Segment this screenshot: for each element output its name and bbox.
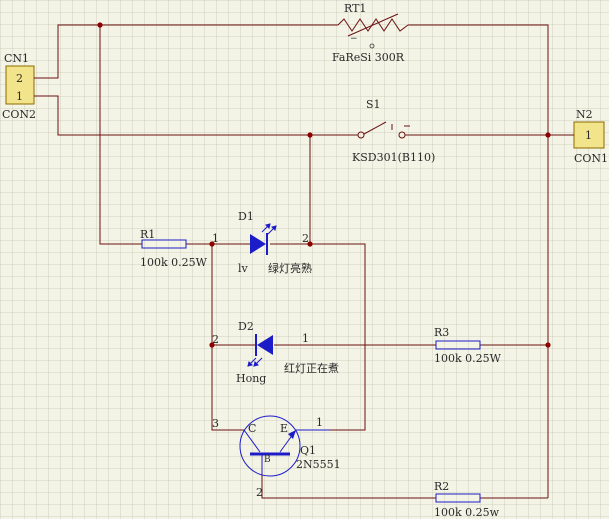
junction-dot xyxy=(307,132,313,138)
junction-dot xyxy=(97,22,103,28)
n2-ref: N2 xyxy=(576,108,593,121)
rt1-temp-mark xyxy=(369,43,375,49)
d1-ref: D1 xyxy=(238,210,254,223)
s1-ref: S1 xyxy=(366,98,381,111)
wire-top-right-vertical xyxy=(408,24,549,498)
junction-dot xyxy=(209,241,215,247)
wire-to-r1 xyxy=(99,25,142,245)
d1-pin-1: 1 xyxy=(212,232,219,245)
d2-triangle xyxy=(257,335,273,355)
q1-e-label: E xyxy=(280,422,288,435)
rt1-slash xyxy=(347,13,399,37)
d2-pin-1: 1 xyxy=(302,332,309,345)
r3-value: 100k 0.25W xyxy=(434,352,502,365)
cn1-connector: 2 1 CN1 CON2 xyxy=(2,52,38,121)
r2-body xyxy=(435,493,481,503)
q1-ref: Q1 xyxy=(300,444,316,457)
rt1-ref: RT1 xyxy=(344,2,366,15)
d2-note: 红灯正在煮 xyxy=(284,362,339,375)
cn1-type: CON2 xyxy=(2,108,36,121)
d2-name: Hong xyxy=(236,372,266,385)
cn1-body xyxy=(5,65,35,105)
junction-dot xyxy=(545,342,551,348)
wires xyxy=(38,24,570,499)
n2-connector: 1 N2 CON1 xyxy=(570,108,608,165)
r2-resistor: R2 100k 0.25w xyxy=(434,480,500,519)
d1-note: 绿灯亮熟 xyxy=(268,261,312,275)
junctions xyxy=(97,22,551,348)
cn1-ref: CN1 xyxy=(4,52,29,65)
wire-top-left xyxy=(38,24,338,79)
wire-q1-base-to-r2 xyxy=(261,474,436,499)
d1-triangle xyxy=(250,234,266,254)
d2-led: D2 2 1 Hong 红灯正在煮 xyxy=(212,320,339,385)
junction-dot xyxy=(307,241,313,247)
n2-pin-1: 1 xyxy=(585,129,592,142)
n2-body xyxy=(573,121,605,149)
d1-pin-2: 2 xyxy=(302,232,309,245)
n2-type: CON1 xyxy=(574,152,608,165)
s1-lever xyxy=(363,121,387,135)
cn1-pin-1: 1 xyxy=(16,90,23,103)
r2-ref: R2 xyxy=(434,480,449,493)
q1-b-label: B xyxy=(264,455,271,465)
q1-c-label: C xyxy=(248,422,256,435)
d2-pin-2: 2 xyxy=(212,333,219,346)
r1-resistor: R1 100k 0.25W xyxy=(140,228,208,269)
rt1-thermistor: − RT1 FaReSi 300R xyxy=(332,2,409,64)
q1-value: 2N5551 xyxy=(296,458,341,471)
q1-pin-1: 1 xyxy=(316,416,323,429)
r2-value: 100k 0.25w xyxy=(434,506,500,519)
r1-body xyxy=(141,239,187,249)
r3-body xyxy=(435,340,481,350)
rt1-minus: − xyxy=(350,34,358,44)
wire-second-rail xyxy=(38,95,358,136)
s1-value: KSD301(B110) xyxy=(352,151,435,164)
q1-pin-3: 3 xyxy=(212,417,219,430)
q1-emitter-arrow xyxy=(288,430,296,439)
s1-switch: S1 KSD301(B110) xyxy=(352,98,435,164)
q1-outline xyxy=(239,415,301,477)
d1-name: lv xyxy=(238,262,249,275)
r3-ref: R3 xyxy=(434,326,449,339)
r3-resistor: R3 100k 0.25W xyxy=(434,326,502,365)
cn1-pin-2: 2 xyxy=(16,72,23,85)
d1-led: D1 1 2 lv 绿灯亮熟 xyxy=(212,210,312,275)
s1-contact-right xyxy=(398,131,406,139)
d2-ref: D2 xyxy=(238,320,254,333)
wire-d1-to-q1-emitter xyxy=(270,243,366,431)
q1-transistor: C E B 3 1 2 Q1 2N5551 xyxy=(212,415,341,499)
junction-dot xyxy=(545,132,551,138)
d2-light-arrows xyxy=(247,357,263,367)
junction-dot xyxy=(209,342,215,348)
q1-pin-2: 2 xyxy=(256,486,263,499)
rt1-value: FaReSi 300R xyxy=(332,51,405,64)
d1-light-arrows xyxy=(261,223,277,235)
r1-value: 100k 0.25W xyxy=(140,256,208,269)
wire-d1-d2-q1 xyxy=(211,244,244,431)
s1-contact-left xyxy=(357,131,365,139)
r1-ref: R1 xyxy=(140,228,155,241)
q1-collector-lead xyxy=(243,429,261,453)
